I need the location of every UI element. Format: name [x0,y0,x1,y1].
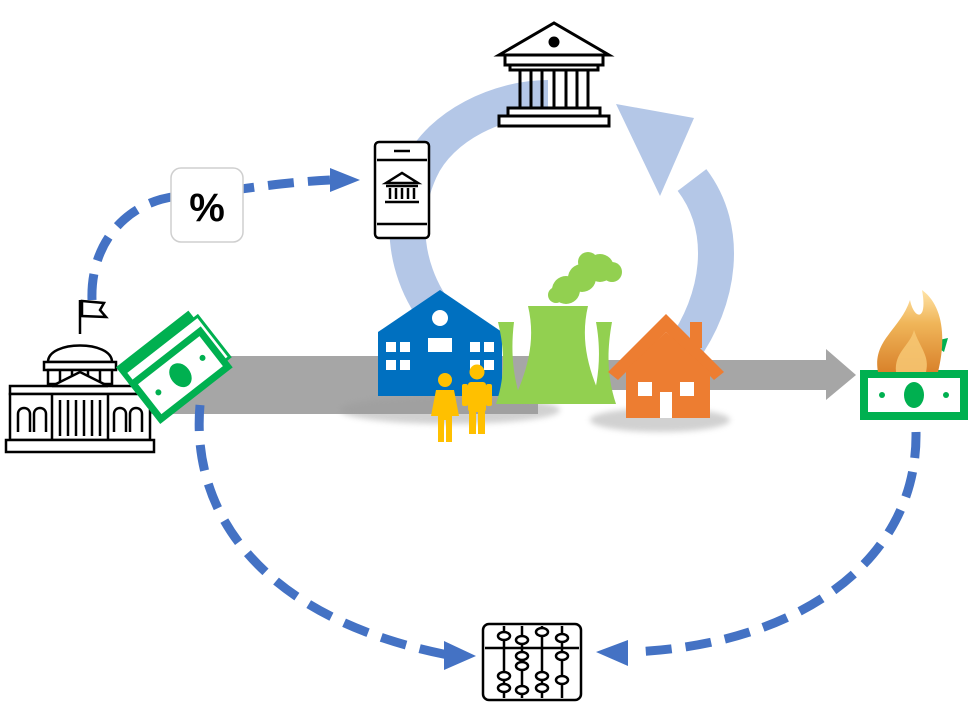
abacus-icon [481,622,583,702]
capitol-building-icon [4,299,156,454]
arrowhead-abacus-right [596,640,628,666]
percent-icon: % [170,167,244,243]
dashed-flows [87,175,921,660]
percent-label: % [189,186,225,230]
factory-icon [496,252,622,404]
flow-burning-to-abacus [631,431,921,657]
flow-money-to-abacus [194,404,449,660]
burning-money-icon [860,290,968,420]
bank-icon [493,21,615,128]
arrowhead-abacus-left [444,641,476,670]
people-icon [431,364,492,442]
mobile-banking-icon [373,140,431,240]
flow-capitol-to-phone [87,175,331,301]
banknotes-icon [115,310,233,424]
arrowhead-phone [330,168,360,192]
house-icon [608,314,724,418]
school-icon [378,290,502,396]
